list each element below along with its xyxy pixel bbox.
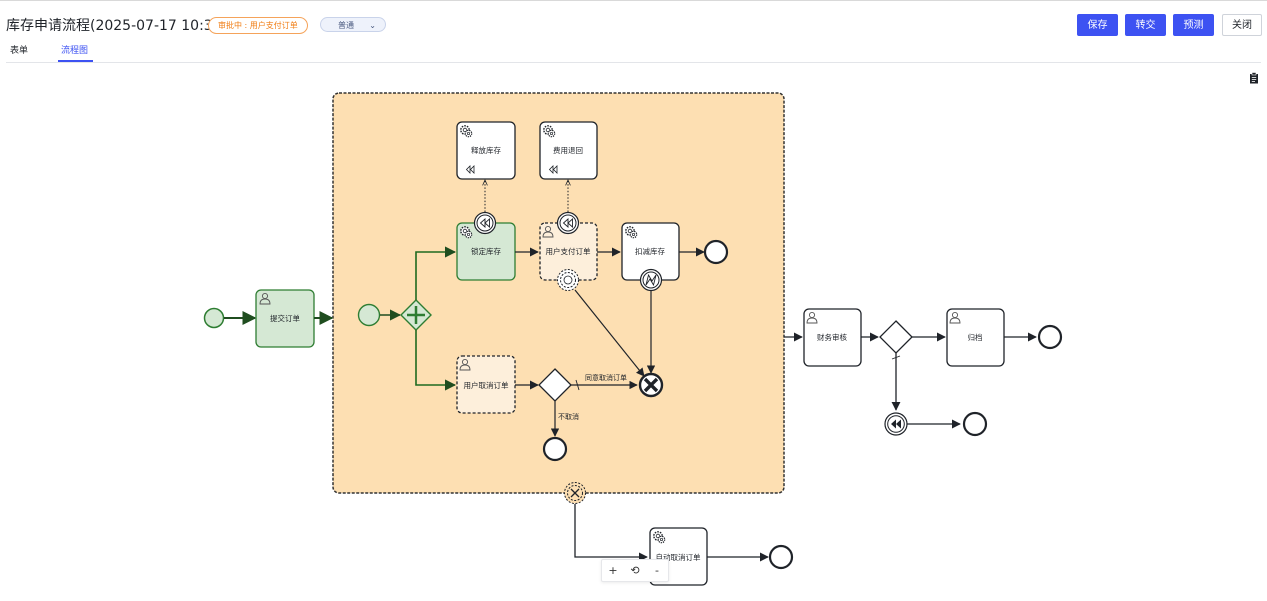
task-release-stock[interactable]: 释放库存 (456, 121, 516, 180)
priority-select[interactable]: 普通 ⌄ (320, 17, 386, 32)
zoom-in-button[interactable]: + (608, 564, 618, 577)
task-label: 提交订单 (270, 313, 300, 323)
timer-boundary-event[interactable] (557, 269, 579, 291)
cancel-end-event[interactable] (638, 372, 664, 398)
save-button[interactable]: 保存 (1077, 14, 1118, 36)
exclusive-gateway[interactable] (879, 320, 913, 354)
chevron-down-icon: ⌄ (369, 21, 376, 30)
top-border (0, 0, 1267, 1)
tab-flowchart[interactable]: 流程图 (61, 46, 89, 56)
task-label: 扣减库存 (635, 246, 665, 256)
end-event[interactable] (1037, 324, 1063, 350)
compensation-boundary-event[interactable] (473, 211, 497, 235)
page-title: 库存申请流程(2025-07-17 10:37:30) (6, 18, 250, 34)
close-button[interactable]: 关闭 (1222, 14, 1262, 36)
end-event[interactable] (962, 411, 988, 437)
active-tab-indicator (58, 60, 93, 62)
task-label: 用户取消订单 (464, 380, 509, 390)
task-label: 费用退回 (553, 145, 583, 155)
status-badge: 审批中 : 用户支付订单 (208, 17, 308, 34)
rewind-icon (891, 419, 901, 429)
compensation-throw-event[interactable] (884, 412, 908, 436)
tab-form[interactable]: 表单 (10, 46, 29, 56)
task-archive[interactable]: 归档 (946, 308, 1005, 367)
flow-label-agree-cancel: 同意取消订单 (585, 373, 627, 382)
task-label: 自动取消订单 (656, 552, 701, 562)
cancel-icon (643, 377, 659, 393)
task-label: 锁定库存 (471, 246, 501, 256)
task-refund[interactable]: 费用退回 (539, 121, 598, 180)
task-label: 归档 (968, 332, 983, 342)
clipboard-icon[interactable] (1249, 72, 1259, 84)
zoom-reset-button[interactable]: ⟲ (630, 564, 640, 577)
task-label: 财务审核 (817, 332, 847, 342)
zoom-out-button[interactable]: - (655, 564, 659, 577)
lightning-icon (645, 273, 657, 287)
rewind-icon (479, 217, 490, 229)
default-flow-marker (891, 355, 901, 360)
task-finance-review[interactable]: 财务审核 (803, 308, 862, 367)
start-event[interactable] (203, 307, 225, 329)
compensation-boundary-event[interactable] (556, 211, 580, 235)
rewind-icon (548, 165, 558, 174)
clock-icon (563, 275, 573, 285)
tabs-divider (6, 62, 1261, 63)
rewind-icon (465, 165, 475, 174)
flow-label-no-cancel: 不取消 (558, 412, 579, 421)
end-event[interactable] (768, 544, 794, 570)
subprocess-start-event[interactable] (357, 303, 381, 327)
priority-select-value: 普通 (338, 21, 354, 30)
transfer-button[interactable]: 转交 (1125, 14, 1166, 36)
end-event[interactable] (542, 436, 568, 462)
predict-button[interactable]: 预测 (1173, 14, 1214, 36)
default-flow-marker (575, 379, 580, 391)
cancel-icon (570, 488, 580, 498)
end-event[interactable] (703, 239, 729, 265)
subprocess-container[interactable] (332, 92, 785, 494)
cancel-boundary-event[interactable] (564, 482, 586, 504)
task-submit-order[interactable]: 提交订单 (255, 289, 315, 348)
task-user-cancel-order[interactable]: 用户取消订单 (456, 355, 516, 414)
error-boundary-event[interactable] (639, 268, 663, 292)
rewind-icon (562, 217, 573, 229)
task-label: 用户支付订单 (546, 246, 591, 256)
zoom-controls: + ⟲ - (601, 559, 669, 582)
task-label: 释放库存 (471, 145, 501, 155)
